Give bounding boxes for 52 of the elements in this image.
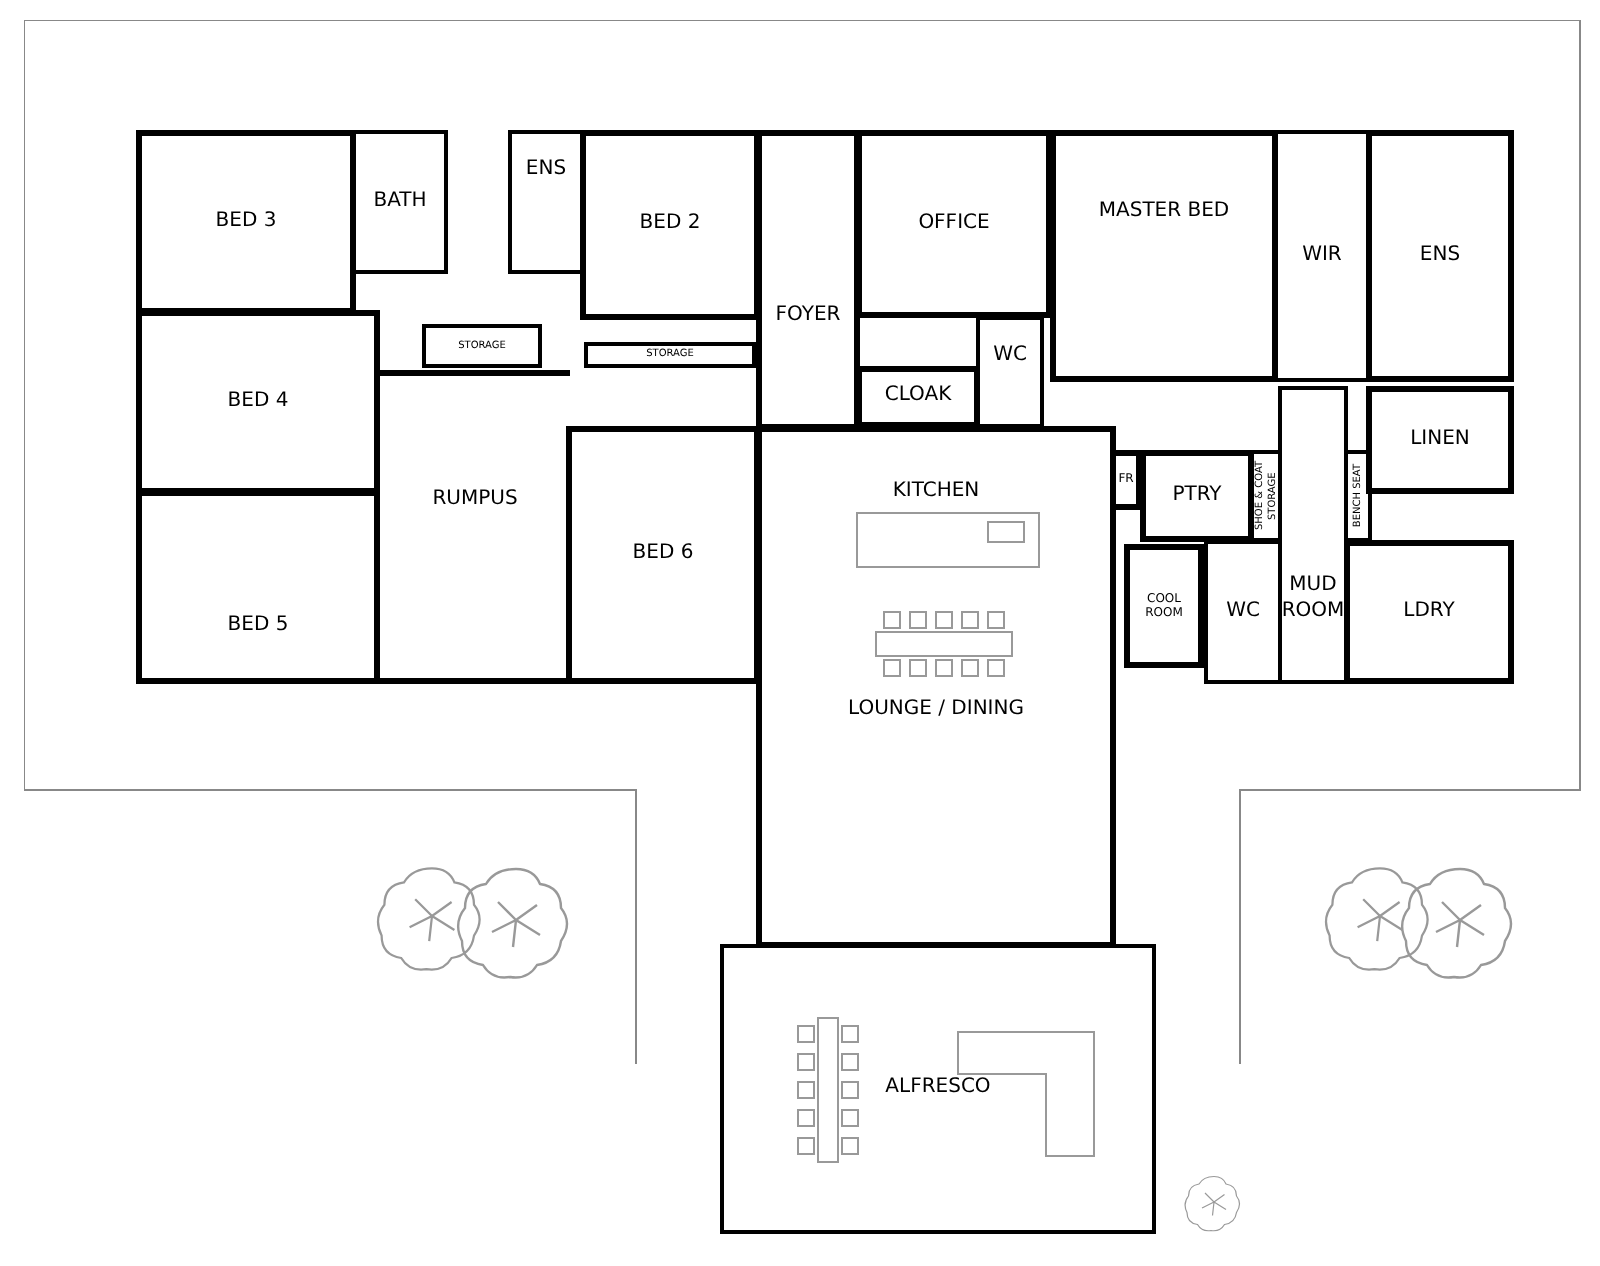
room-label: BATH xyxy=(373,189,427,215)
room-label: OFFICE xyxy=(918,211,990,237)
room-label: BED 5 xyxy=(227,613,289,638)
room xyxy=(1344,540,1514,684)
room xyxy=(856,130,1052,318)
room-label: BED 4 xyxy=(227,389,289,415)
room xyxy=(422,324,542,368)
room xyxy=(1278,386,1348,684)
room xyxy=(1110,450,1142,510)
room-label: BED 3 xyxy=(215,209,277,235)
room xyxy=(1050,130,1278,382)
room xyxy=(352,130,448,274)
room xyxy=(720,944,1156,1234)
room-label: BED 6 xyxy=(632,542,694,568)
room xyxy=(566,426,760,684)
room xyxy=(380,370,570,684)
room xyxy=(856,366,980,428)
room xyxy=(1366,386,1514,494)
room xyxy=(136,310,380,494)
room-label: LDRY xyxy=(1403,599,1455,625)
room xyxy=(1274,130,1370,382)
room xyxy=(1204,540,1282,684)
room xyxy=(1124,544,1204,668)
room-label: LOUNGE / DINING xyxy=(848,698,1024,723)
room xyxy=(580,130,760,320)
room-label: WC xyxy=(993,344,1027,369)
room xyxy=(136,130,356,314)
room-label: KITCHEN xyxy=(892,480,980,505)
room xyxy=(584,342,756,368)
room-label: MUD ROOM xyxy=(1281,574,1345,624)
room-label: FOYER xyxy=(775,303,841,328)
room xyxy=(1250,450,1282,542)
room-label: LINEN xyxy=(1410,427,1470,453)
room-label: WC xyxy=(1226,599,1260,625)
room xyxy=(1366,130,1514,382)
room xyxy=(1140,450,1254,542)
room xyxy=(756,130,860,430)
room-label: ENS xyxy=(525,158,567,183)
room-label: PTRY xyxy=(1172,483,1222,509)
room xyxy=(508,130,584,274)
room-label: CLOAK xyxy=(884,384,952,410)
room-label: MASTER BED xyxy=(1098,200,1230,225)
room xyxy=(976,316,1044,428)
room xyxy=(756,426,1116,670)
room xyxy=(136,490,380,684)
room-label: BED 2 xyxy=(639,212,701,238)
room-label: ENS xyxy=(1419,243,1461,269)
room xyxy=(756,666,1116,946)
room-label: RUMPUS xyxy=(432,488,518,513)
room xyxy=(1344,450,1372,542)
room-label: ALFRESCO xyxy=(885,1076,991,1102)
room-label: WIR xyxy=(1302,243,1342,269)
